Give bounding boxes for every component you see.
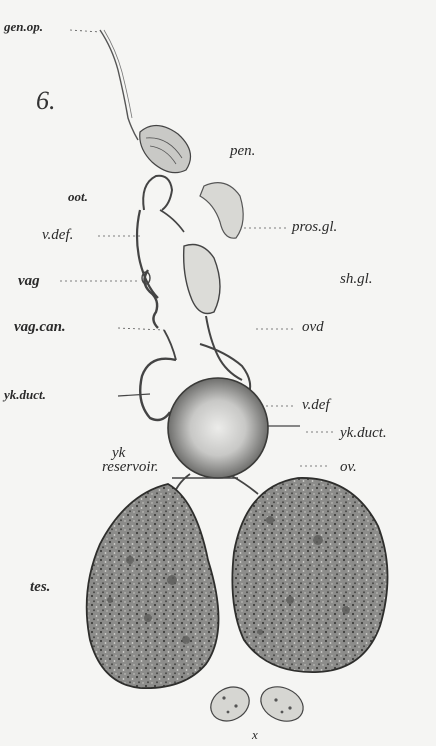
- vas-deferens-upper: [137, 210, 158, 298]
- testis-right: [232, 478, 387, 672]
- label-prostate-gland: pros.gl.: [292, 220, 337, 235]
- label-oviduct: ovd: [302, 320, 324, 335]
- label-vas-deferens-left: v.def.: [42, 228, 73, 243]
- label-reservoir: reservoir.: [102, 460, 159, 475]
- label-ovary: ov.: [340, 460, 357, 475]
- genital-opening-duct: [100, 30, 138, 140]
- small-body-right: [255, 680, 308, 727]
- prostate-gland: [200, 183, 243, 239]
- label-yolk-duct-left: yk.duct.: [4, 388, 46, 401]
- label-vagina: vag: [18, 274, 40, 289]
- penis: [140, 125, 191, 172]
- label-testis: tes.: [30, 580, 50, 595]
- label-penis: pen.: [230, 144, 255, 159]
- yolk-duct-left: [118, 394, 150, 396]
- yolk-reservoir: [168, 378, 268, 478]
- label-vas-deferens-right: v.def: [302, 398, 330, 413]
- ootype-loop: [143, 176, 172, 210]
- label-vaginal-canal: vag.can.: [14, 320, 66, 335]
- small-body-left: [205, 680, 255, 727]
- label-shell-gland: sh.gl.: [340, 272, 373, 287]
- testis-left: [87, 484, 219, 688]
- vaginal-canal: [164, 330, 176, 360]
- shell-gland: [184, 245, 220, 314]
- figure-number: 6.: [36, 86, 56, 116]
- label-x: x: [252, 728, 258, 741]
- label-ootype: oot.: [68, 190, 88, 203]
- label-yolk-duct-right: yk.duct.: [340, 426, 387, 441]
- label-genital-opening: gen.op.: [4, 20, 43, 33]
